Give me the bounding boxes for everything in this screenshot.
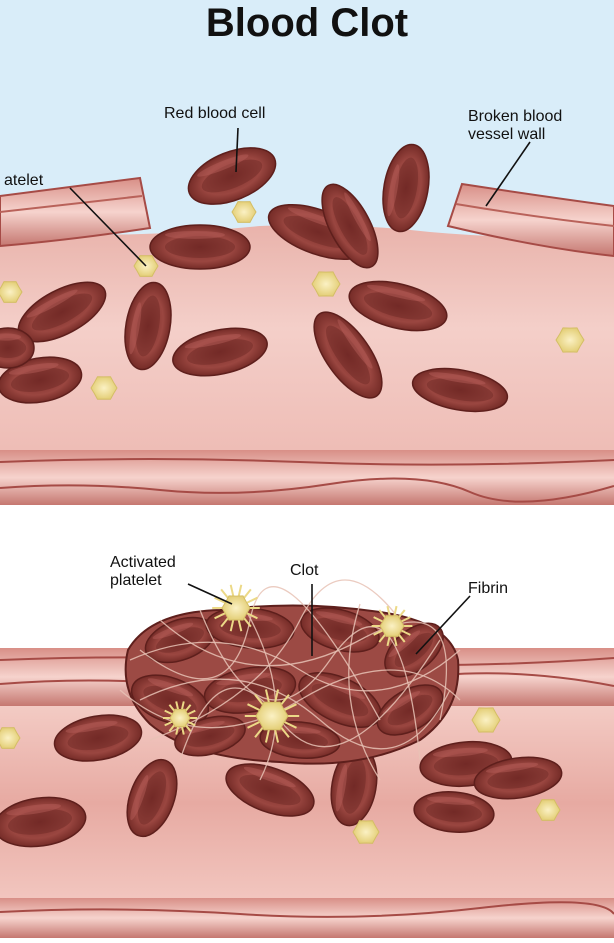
fibrin-strand-9 — [348, 603, 381, 781]
top-red-blood-cell-11 — [0, 356, 83, 404]
bottom-red-blood-cell-4 — [225, 763, 315, 817]
top-red-blood-cell-13 — [0, 327, 35, 369]
label-broken-wall-line-1: Broken blood — [468, 108, 563, 125]
bottom-red-blood-cell-3 — [126, 758, 178, 838]
bottom-red-blood-cell-2 — [0, 796, 87, 848]
bottom-red-blood-cell-7 — [473, 756, 563, 800]
label-activated-platelet-line-2: platelet — [110, 572, 162, 589]
top-red-blood-cell-1 — [187, 147, 277, 205]
top-lower-wall-line-2 — [0, 477, 614, 503]
top-platelet-5 — [90, 376, 118, 400]
label-fibrin: Fibrin — [468, 580, 509, 597]
activated-platelet-3 — [371, 605, 413, 647]
top-red-blood-cell-10 — [313, 311, 383, 399]
fibrin-strands — [119, 579, 461, 781]
clot-red-blood-cell-3 — [300, 607, 380, 653]
top-red-blood-cell-8 — [348, 280, 448, 332]
bottom-red-blood-cell-1 — [53, 714, 143, 762]
pointer-red-blood-cell — [235, 127, 239, 173]
panel-divider — [0, 505, 614, 545]
pointer-fibrin — [415, 595, 471, 655]
top-platelet-1 — [231, 201, 257, 223]
fibrin-strand-7 — [119, 669, 461, 729]
bottom-platelet-3 — [535, 799, 561, 821]
label-clot: Clot — [290, 562, 319, 579]
top-red-blood-cell-9 — [172, 327, 268, 377]
pointer-activated-platelet — [187, 583, 233, 605]
activated-platelet-4 — [163, 701, 197, 735]
fibrin-strand-3 — [159, 619, 448, 721]
top-platelet-3 — [0, 281, 23, 303]
fibrin-strand-2 — [139, 678, 451, 750]
bottom-red-blood-cells — [0, 714, 563, 848]
fibrin-strand-1 — [129, 641, 461, 692]
top-vessel-lower-wall — [0, 450, 614, 505]
top-red-blood-cell-12 — [411, 367, 509, 413]
pointer-platelet — [69, 187, 147, 267]
top-red-blood-cell-4 — [124, 281, 172, 371]
fibrin-strand-4 — [199, 609, 421, 761]
top-vessel-lumen — [0, 224, 614, 455]
top-red-blood-cell-7 — [382, 143, 430, 233]
broken-wall-right-inner — [455, 203, 614, 227]
fibrin-strand-8 — [239, 599, 277, 781]
bottom-lower-wall-line — [0, 901, 614, 918]
bottom-platelet-2 — [471, 707, 501, 733]
bottom-platelet-1 — [0, 727, 21, 749]
broken-wall-left-inner — [0, 195, 143, 213]
top-platelet-6 — [555, 327, 585, 353]
top-platelet-4 — [311, 271, 341, 297]
top-red-blood-cells — [0, 143, 509, 413]
label-platelet: atelet — [4, 172, 44, 189]
activated-platelet-2 — [244, 689, 300, 743]
bottom-platelets — [0, 584, 561, 844]
pointer-broken-wall — [485, 141, 531, 207]
broken-wall-left — [0, 176, 152, 248]
top-platelets — [0, 201, 585, 400]
top-red-blood-cell-6 — [321, 183, 379, 269]
label-red-blood-cell: Red blood cell — [164, 105, 266, 122]
label-activated-platelet-line-1: Activated — [110, 554, 176, 571]
bottom-platelet-4 — [352, 820, 380, 844]
top-red-blood-cell-2 — [149, 224, 251, 270]
diagram-title: Blood Clot — [205, 1, 409, 45]
fibrin-strand-5 — [149, 579, 401, 741]
label-broken-wall-line-2: vessel wall — [468, 126, 546, 143]
top-lower-wall-line-1 — [0, 458, 614, 466]
bottom-red-blood-cell-8 — [413, 791, 495, 833]
label-pointers — [69, 127, 531, 656]
